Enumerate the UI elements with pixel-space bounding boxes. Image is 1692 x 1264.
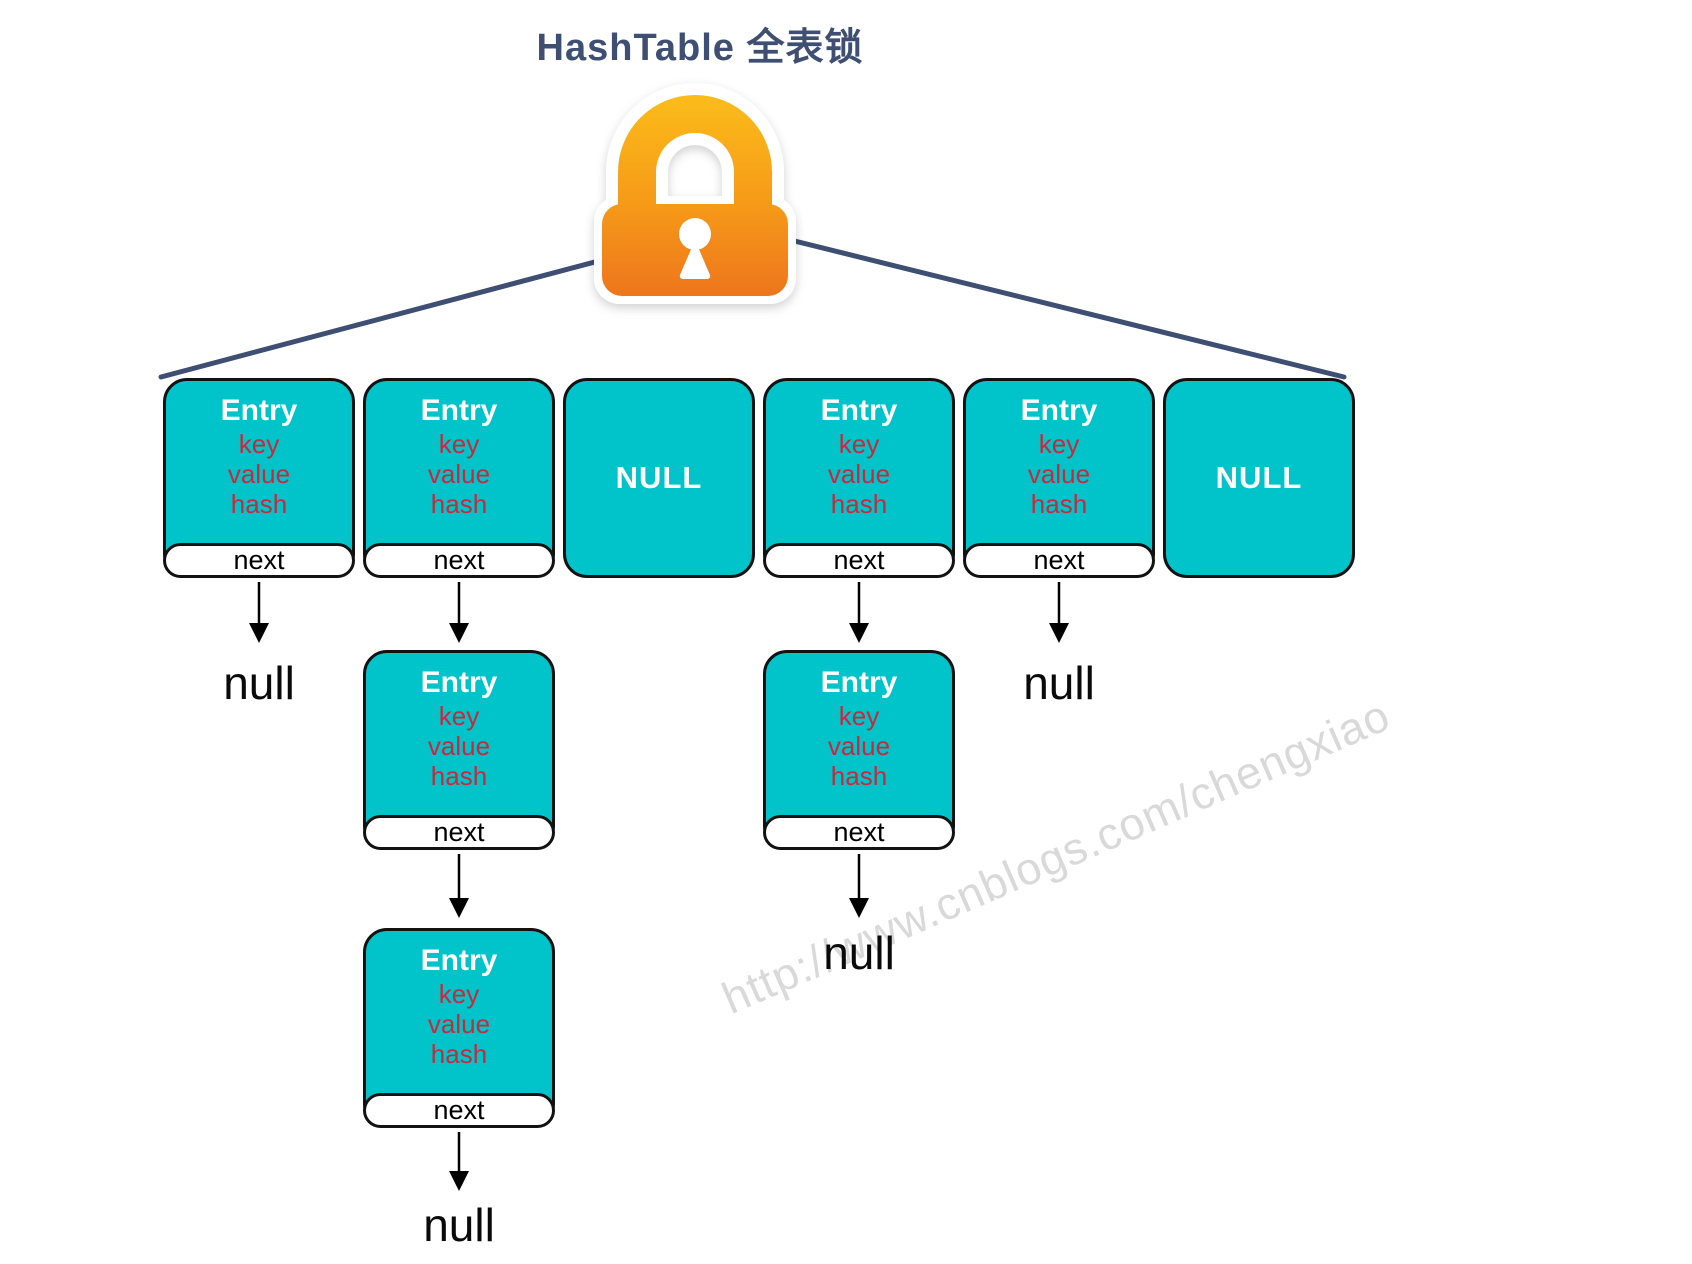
entry-title: Entry xyxy=(420,944,498,977)
entry-field-value: value xyxy=(227,459,291,489)
entry-title: Entry xyxy=(420,666,498,699)
entry-title: Entry xyxy=(220,394,298,427)
bucket-1-chain-entry-2: Entry key value hash next xyxy=(363,650,555,850)
keyhole-icon xyxy=(679,218,711,250)
next-pointer: next xyxy=(963,543,1155,578)
null-terminator: null xyxy=(1023,657,1095,709)
entry-field-value: value xyxy=(827,459,891,489)
entry-field-value: value xyxy=(427,459,491,489)
null-slot-label: NULL xyxy=(615,460,703,495)
lock-icon xyxy=(594,83,796,304)
entry-field-key: key xyxy=(438,701,480,731)
entry-field-key: key xyxy=(838,429,880,459)
null-slot-label: NULL xyxy=(1215,460,1303,495)
entry-title: Entry xyxy=(820,666,898,699)
entry-field-hash: hash xyxy=(830,489,888,519)
entry-field-key: key xyxy=(438,429,480,459)
bucket-1-entry-cell: Entry key value hash next xyxy=(363,378,555,578)
bucket-3-chain-entry-2: Entry key value hash next xyxy=(763,650,955,850)
next-pointer: next xyxy=(363,543,555,578)
null-terminator: null xyxy=(423,1199,495,1251)
entry-field-key: key xyxy=(238,429,280,459)
entry-field-key: key xyxy=(438,979,480,1009)
entry-field-hash: hash xyxy=(430,761,488,791)
null-terminator: null xyxy=(223,657,295,709)
diagram-title: HashTable 全表锁 xyxy=(536,27,864,69)
lock-connector-line-left xyxy=(158,247,643,380)
bucket-1-chain-entry-3: Entry key value hash next xyxy=(363,928,555,1128)
next-pointer: next xyxy=(363,1093,555,1128)
entry-title: Entry xyxy=(820,394,898,427)
entry-field-hash: hash xyxy=(1030,489,1088,519)
entry-field-key: key xyxy=(838,701,880,731)
entry-title: Entry xyxy=(420,394,498,427)
entry-field-hash: hash xyxy=(430,489,488,519)
bucket-2-null-cell: NULL xyxy=(563,378,755,578)
bucket-4-entry-cell: Entry key value hash next xyxy=(963,378,1155,578)
bucket-3-entry-cell: Entry key value hash next xyxy=(763,378,955,578)
bucket-0-entry-cell: Entry key value hash next xyxy=(163,378,355,578)
next-pointer: next xyxy=(763,815,955,850)
next-pointer: next xyxy=(363,815,555,850)
null-terminator: null xyxy=(823,927,895,979)
entry-field-key: key xyxy=(1038,429,1080,459)
entry-field-hash: hash xyxy=(830,761,888,791)
next-pointer: next xyxy=(763,543,955,578)
entry-field-hash: hash xyxy=(430,1039,488,1069)
entry-field-value: value xyxy=(427,731,491,761)
entry-field-value: value xyxy=(427,1009,491,1039)
next-pointer: next xyxy=(163,543,355,578)
entry-title: Entry xyxy=(1020,394,1098,427)
lock-connector-line-right xyxy=(747,227,1347,380)
entry-field-hash: hash xyxy=(230,489,288,519)
entry-field-value: value xyxy=(827,731,891,761)
bucket-5-null-cell: NULL xyxy=(1163,378,1355,578)
entry-field-value: value xyxy=(1027,459,1091,489)
